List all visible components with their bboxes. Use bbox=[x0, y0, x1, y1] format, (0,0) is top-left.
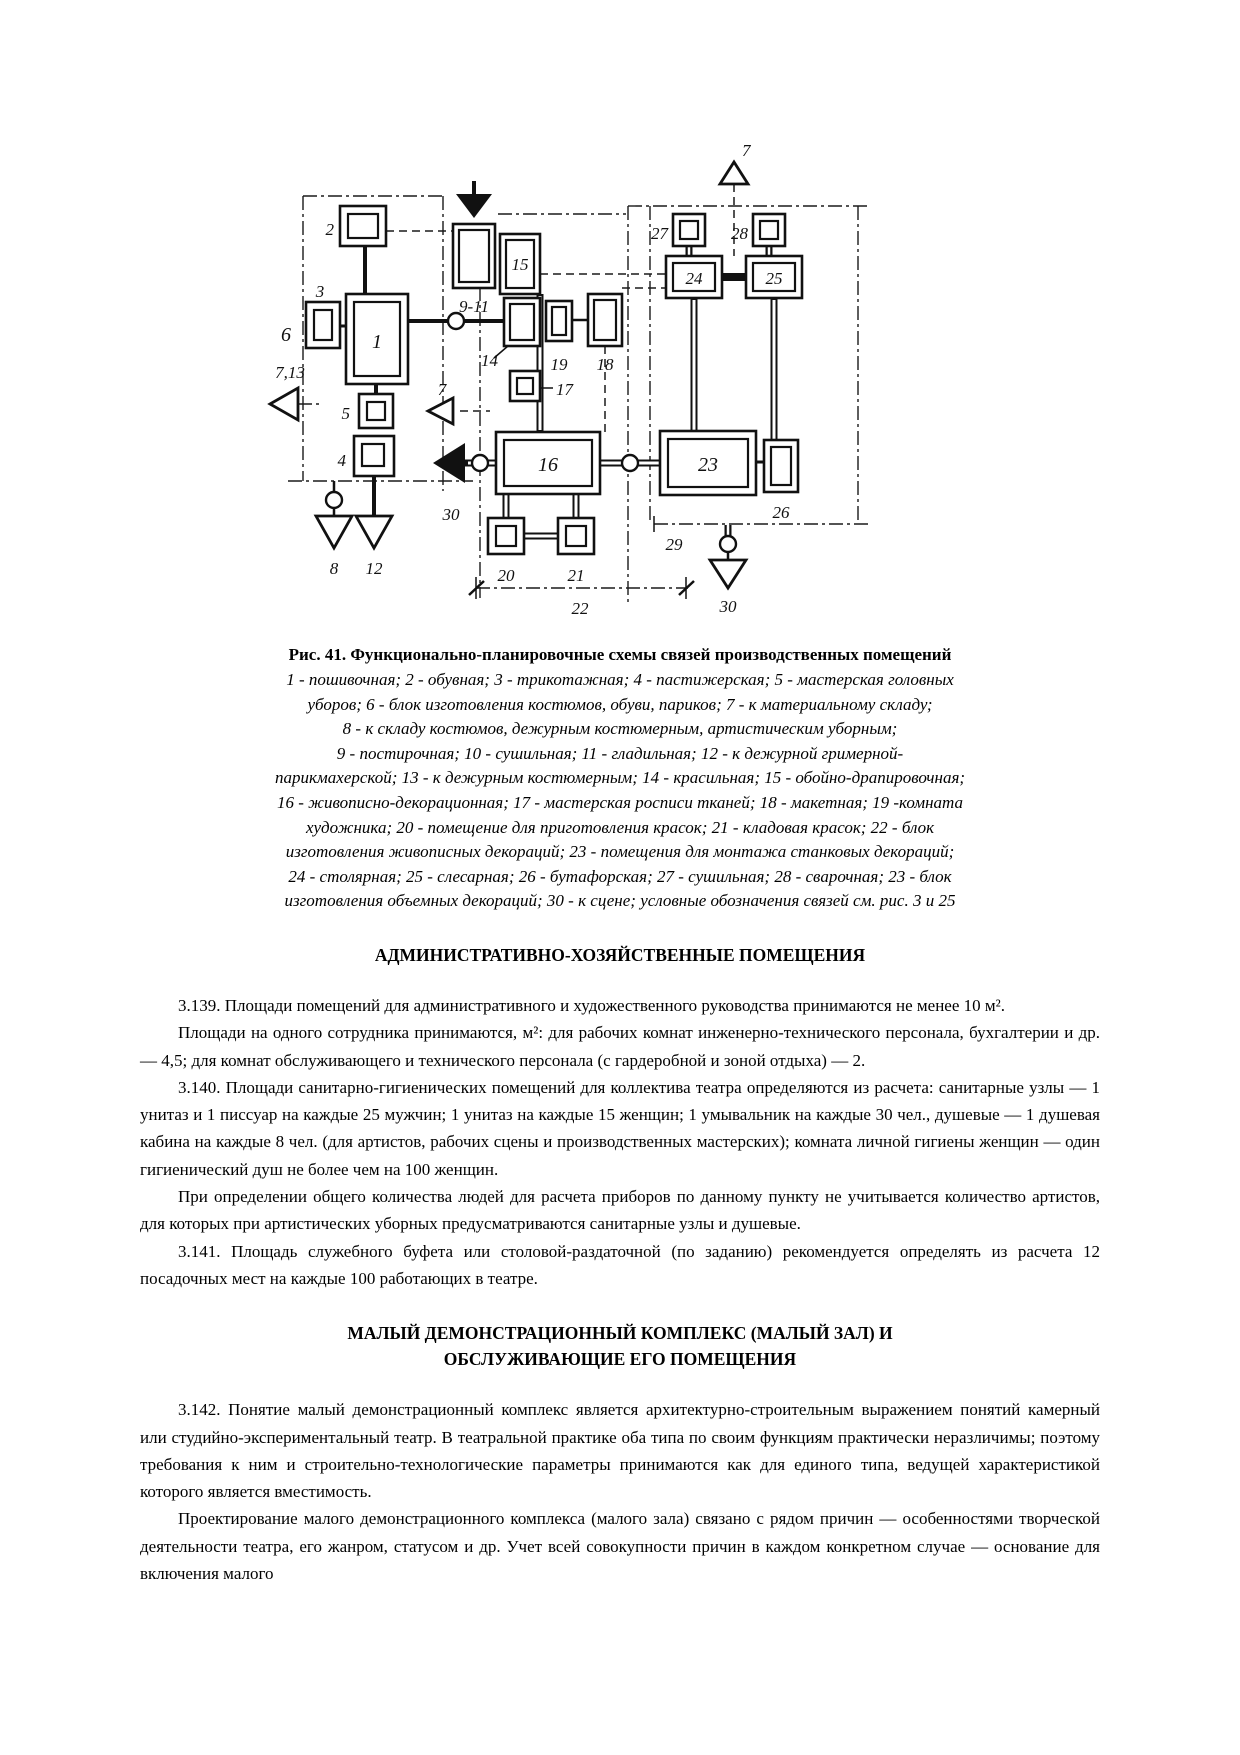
label-16: 16 bbox=[538, 454, 558, 476]
box-17 bbox=[508, 369, 542, 403]
section-heading-line: МАЛЫЙ ДЕМОНСТРАЦИОННЫЙ КОМПЛЕКС (МАЛЫЙ З… bbox=[347, 1323, 893, 1344]
box-21 bbox=[556, 516, 596, 556]
connection-lines bbox=[332, 181, 778, 560]
label-7-13: 7,13 bbox=[275, 363, 305, 382]
figure-legend-line: изготовления живописных декораций; 23 - … bbox=[285, 842, 955, 862]
zone-boundary-lines bbox=[288, 195, 870, 606]
figure-legend-line: 9 - постирочная; 10 - сушильная; 11 - гл… bbox=[336, 743, 904, 763]
label-4: 4 bbox=[338, 451, 347, 470]
label-9-11: 9-11 bbox=[459, 297, 489, 316]
box-27 bbox=[671, 212, 707, 248]
exit-arrow-12 bbox=[353, 514, 395, 551]
label-6: 6 bbox=[281, 324, 291, 346]
label-5: 5 bbox=[342, 404, 351, 423]
room-boxes bbox=[304, 204, 804, 556]
paragraph-3-140-cont: При определении общего количества людей … bbox=[140, 1187, 1100, 1234]
dimension-line-22 bbox=[468, 577, 695, 599]
label-24: 24 bbox=[686, 269, 704, 288]
label-1: 1 bbox=[372, 331, 382, 353]
functional-scheme-diagram: 2 3 1 5 4 6 7,13 8 12 9-11 15 14 17 19 1… bbox=[267, 141, 870, 618]
box-23 bbox=[658, 429, 758, 497]
section-heading-small-complex: МАЛЫЙ ДЕМОНСТРАЦИОННЫЙ КОМПЛЕКС (МАЛЫЙ З… bbox=[140, 1320, 1100, 1372]
box-5 bbox=[357, 392, 395, 430]
box-4 bbox=[352, 434, 396, 478]
paragraph-3-140: 3.140. Площади санитарно-гигиенических п… bbox=[140, 1077, 1100, 1179]
to-stage-arrow-left bbox=[433, 443, 465, 483]
figure-legend-line: 8 - к складу костюмов, дежурным костюмер… bbox=[342, 719, 898, 739]
figure-legend-line: парикмахерской; 13 - к дежурным костюмер… bbox=[274, 768, 966, 788]
box-2 bbox=[338, 204, 388, 248]
figure-legend-line: 24 - столярная; 25 - слесарная; 26 - бут… bbox=[288, 866, 952, 886]
label-12: 12 bbox=[366, 559, 384, 578]
label-19: 19 bbox=[551, 355, 569, 374]
label-23: 23 bbox=[698, 454, 718, 476]
label-3: 3 bbox=[315, 282, 325, 301]
dashed-connections bbox=[386, 184, 735, 432]
figure-caption-title: Рис. 41. Функционально-планировочные схе… bbox=[288, 645, 952, 664]
label-18: 18 bbox=[597, 355, 615, 374]
section-heading-administrative: АДМИНИСТРАТИВНО-ХОЗЯЙСТВЕННЫЕ ПОМЕЩЕНИЯ bbox=[374, 944, 866, 965]
figure-legend-line: 16 - живописно-декорационная; 17 - масте… bbox=[277, 792, 963, 812]
paragraph-3-141: 3.141. Площадь служебного буфета или сто… bbox=[140, 1241, 1100, 1288]
figure-legend-line: уборов; 6 - блок изготовления костюмов, … bbox=[307, 694, 933, 714]
paragraph-3-139-cont: Площади на одного сотрудника принимаются… bbox=[140, 1023, 1100, 1070]
label-27: 27 bbox=[651, 224, 670, 243]
box-16 bbox=[494, 430, 602, 496]
label-26: 26 bbox=[773, 503, 791, 522]
label-25: 25 bbox=[766, 269, 783, 288]
direction-arrows bbox=[267, 159, 751, 591]
label-28: 28 bbox=[731, 224, 749, 243]
box-26 bbox=[762, 438, 800, 494]
exit-arrow-7-mid bbox=[424, 395, 455, 427]
label-14: 14 bbox=[481, 351, 499, 370]
box-20 bbox=[486, 516, 526, 556]
figure-legend-line: изготовления объемных декораций; 30 - к … bbox=[284, 891, 956, 911]
exit-arrow-8 bbox=[313, 514, 355, 551]
label-29: 29 bbox=[666, 535, 684, 554]
label-7-top: 7 bbox=[742, 141, 752, 160]
link-circles bbox=[324, 311, 738, 554]
label-21: 21 bbox=[568, 566, 585, 585]
to-warehouse-arrow-7 bbox=[717, 159, 751, 186]
label-2: 2 bbox=[326, 220, 335, 239]
label-8: 8 bbox=[330, 559, 339, 578]
box-3 bbox=[304, 300, 342, 350]
diagram-labels: 2 3 1 5 4 6 7,13 8 12 9-11 15 14 17 19 1… bbox=[275, 141, 790, 618]
paragraph-3-142-cont: Проектирование малого демонстрационного … bbox=[140, 1509, 1100, 1583]
section-body-small-complex: 3.142. Понятие малый демонстрационный ко… bbox=[140, 1396, 1100, 1587]
box-28 bbox=[751, 212, 787, 248]
figure-legend: 1 - пошивочная; 2 - обувная; 3 - трикота… bbox=[140, 668, 1100, 914]
label-17: 17 bbox=[556, 380, 575, 399]
box-1 bbox=[344, 292, 410, 386]
figure-41-diagram: 2 3 1 5 4 6 7,13 8 12 9-11 15 14 17 19 1… bbox=[256, 136, 880, 631]
label-15: 15 bbox=[512, 255, 529, 274]
paragraph-3-139: 3.139. Площади помещений для администрат… bbox=[178, 995, 1005, 1015]
label-7-mid: 7 bbox=[438, 380, 448, 399]
section-body-administrative: 3.139. Площади помещений для администрат… bbox=[140, 992, 1100, 1292]
label-30-left: 30 bbox=[442, 505, 461, 524]
exit-arrow-7-13 bbox=[267, 385, 300, 423]
label-22: 22 bbox=[572, 599, 590, 618]
label-20: 20 bbox=[498, 566, 516, 585]
to-stage-arrow-right bbox=[707, 558, 749, 591]
label-30-right: 30 bbox=[719, 597, 738, 616]
paragraph-3-142: 3.142. Понятие малый демонстрационный ко… bbox=[140, 1400, 1100, 1502]
figure-legend-line: 1 - пошивочная; 2 - обувная; 3 - трикота… bbox=[286, 670, 954, 689]
section-heading-line: ОБСЛУЖИВАЮЩИЕ ЕГО ПОМЕЩЕНИЯ bbox=[443, 1349, 797, 1370]
figure-legend-line: художника; 20 - помещение для приготовле… bbox=[305, 817, 935, 837]
